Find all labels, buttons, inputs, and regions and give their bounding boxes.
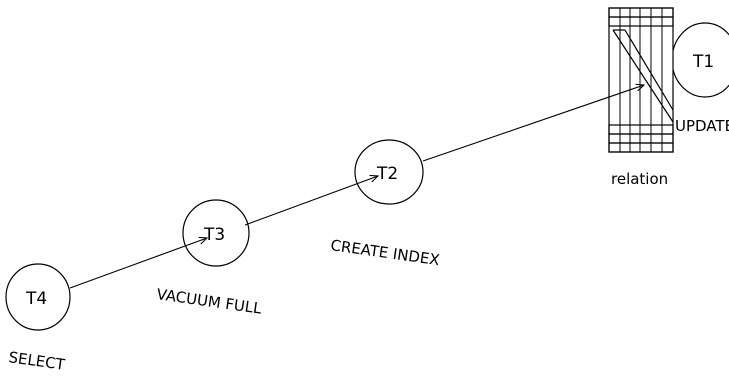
- edge-t3-t2: [244, 176, 378, 226]
- relation-label: relation: [611, 170, 668, 188]
- edges: [69, 85, 644, 289]
- relation-block: relation: [608, 7, 674, 188]
- node-t2-caption: CREATE INDEX: [329, 236, 440, 269]
- node-t1-caption: UPDATE: [675, 117, 729, 135]
- node-t1-label: T1: [692, 52, 714, 72]
- node-t2-label: T2: [376, 164, 398, 184]
- relation-planks: [619, 8, 663, 152]
- edge-t2-relation: [422, 85, 644, 162]
- node-t3: T3 VACUUM FULL: [155, 199, 263, 318]
- node-t4-caption: SELECT: [7, 348, 66, 374]
- relation-top-band-2: [608, 16, 674, 27]
- edge-t4-t3: [69, 238, 207, 289]
- node-t4: T4 SELECT: [5, 263, 71, 374]
- relation-brace: [612, 29, 674, 123]
- node-t1: T1: [671, 22, 729, 98]
- node-t3-label: T3: [203, 225, 225, 245]
- relation-bottom-band-3: [608, 142, 674, 153]
- node-t3-caption: VACUUM FULL: [155, 285, 263, 318]
- node-t2: T2 CREATE INDEX: [329, 139, 441, 269]
- node-t4-label: T4: [25, 289, 47, 309]
